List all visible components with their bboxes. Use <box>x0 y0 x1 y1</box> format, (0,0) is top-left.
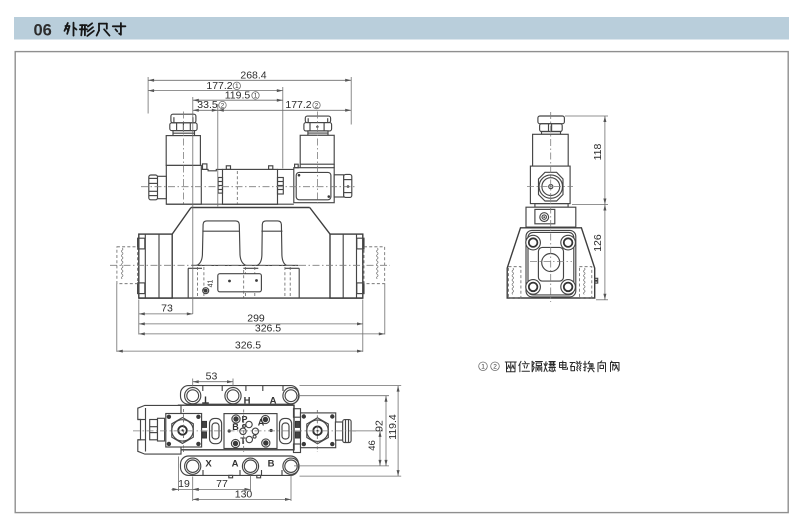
svg-text:X: X <box>205 458 212 469</box>
svg-text:T: T <box>240 436 246 446</box>
svg-text:119.5: 119.5 <box>225 90 251 102</box>
svg-text:33.5: 33.5 <box>197 99 218 111</box>
svg-text:118: 118 <box>592 143 604 160</box>
svg-text:1: 1 <box>481 364 485 371</box>
svg-text:19: 19 <box>178 478 190 490</box>
svg-text:326.5: 326.5 <box>255 322 281 334</box>
svg-text:268.4: 268.4 <box>240 70 266 82</box>
svg-text:299: 299 <box>247 312 265 324</box>
svg-text:53: 53 <box>206 370 218 382</box>
svg-text:2: 2 <box>221 102 225 109</box>
svg-text:B: B <box>268 458 275 469</box>
svg-text:41: 41 <box>207 280 214 288</box>
svg-text:177.2: 177.2 <box>285 99 311 111</box>
svg-text:2: 2 <box>493 364 497 371</box>
svg-text:119.4: 119.4 <box>387 414 399 440</box>
svg-text:06: 06 <box>34 21 52 39</box>
svg-text:1: 1 <box>235 83 239 90</box>
svg-text:H: H <box>244 395 251 406</box>
svg-text:46: 46 <box>367 440 378 451</box>
svg-text:77: 77 <box>216 478 228 490</box>
svg-text:73: 73 <box>161 302 173 314</box>
svg-text:P: P <box>241 415 247 425</box>
svg-text:177.2: 177.2 <box>206 80 232 92</box>
svg-text:326.5: 326.5 <box>235 340 261 352</box>
svg-text:2: 2 <box>315 102 319 109</box>
svg-text:126: 126 <box>592 234 604 252</box>
svg-text:92: 92 <box>373 420 385 432</box>
svg-text:1: 1 <box>254 93 258 100</box>
svg-text:A: A <box>232 458 239 469</box>
svg-text:B: B <box>232 422 239 432</box>
svg-text:130: 130 <box>235 488 253 500</box>
svg-text:A: A <box>258 418 265 428</box>
svg-text:A: A <box>270 396 277 407</box>
